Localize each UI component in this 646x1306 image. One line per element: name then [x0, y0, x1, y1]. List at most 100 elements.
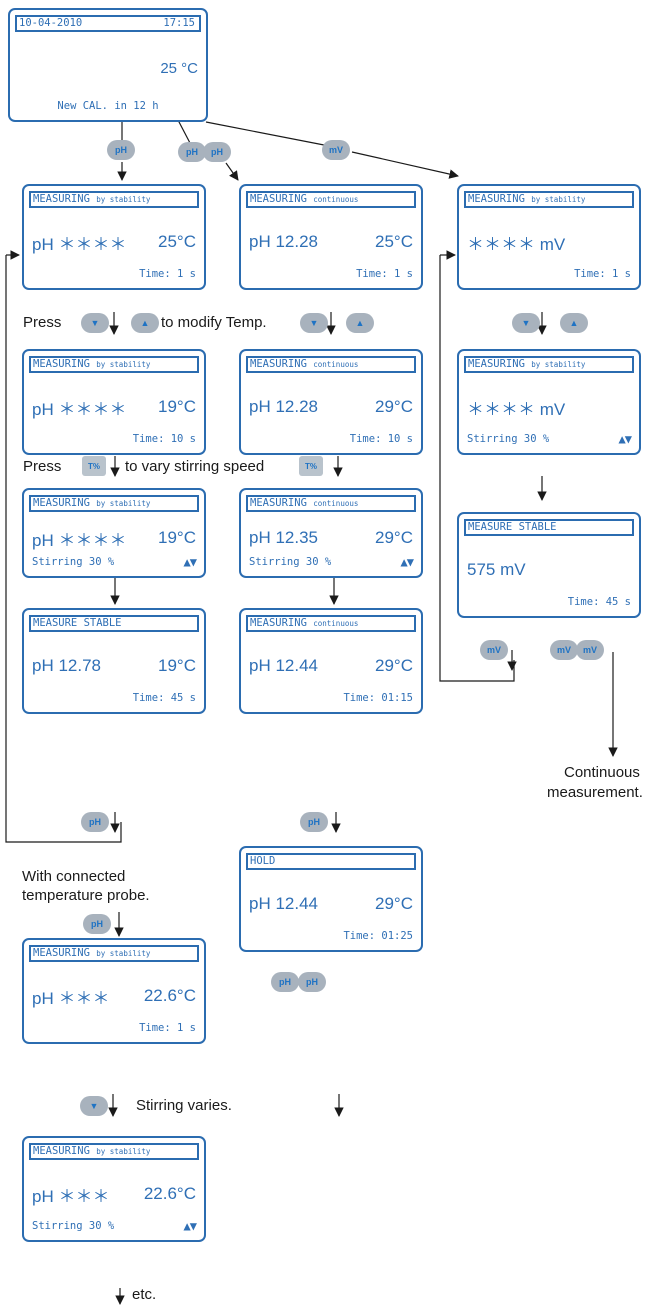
mv-reading: ＊＊＊＊ mV: [467, 234, 566, 254]
press-label: Press: [23, 458, 62, 475]
down-icon: ▼: [309, 318, 319, 328]
mv-key[interactable]: mV: [322, 140, 350, 160]
ph-key[interactable]: pH: [81, 812, 109, 832]
screen-footer: Time: 01:25: [249, 928, 413, 944]
down-icon: ▼: [521, 318, 531, 328]
header-title: MEASURE STABLE: [33, 617, 122, 629]
header-mode: by stability: [96, 949, 151, 958]
header-mode: continuous: [313, 195, 359, 204]
reading-row: pH ＊＊＊22.6°C: [32, 1182, 196, 1206]
mv-key-label: mV: [486, 645, 501, 655]
screen-header: MEASURE STABLE: [464, 519, 634, 536]
ph-key[interactable]: pH: [300, 812, 328, 832]
header-mode: by stability: [531, 195, 586, 204]
temp-reading: 25°C: [158, 232, 196, 251]
ph-key-label: pH: [89, 817, 101, 827]
header-title: HOLD: [250, 855, 276, 867]
mv-key-label: mV: [556, 645, 571, 655]
ph-key[interactable]: pH: [178, 142, 206, 162]
temp-reading: 22.6°C: [143, 986, 196, 1005]
header-title: MEASURING: [250, 617, 307, 629]
ph-reading: pH 12.44: [249, 656, 318, 675]
up-key[interactable]: ▲: [560, 313, 588, 333]
reading-row: pH ＊＊＊＊19°C: [32, 395, 196, 419]
screen-footer: Time: 10 s: [32, 431, 196, 447]
down-key[interactable]: ▼: [300, 313, 328, 333]
date-text: 10-04-2010: [19, 17, 83, 29]
stir-icon: T%: [305, 461, 317, 471]
time-readout: Time: 1 s: [356, 268, 413, 280]
up-down-arrows-icon: ▲▼: [183, 555, 197, 569]
ph-key-label: pH: [186, 147, 198, 157]
ph-key[interactable]: pH: [203, 142, 231, 162]
modify-temp-label: to modify Temp.: [161, 314, 267, 331]
screen-footer: Stirring 30 % ▲▼: [32, 554, 197, 570]
ph-reading: pH ＊＊＊: [32, 988, 110, 1008]
header-mode: by stability: [96, 195, 151, 204]
temp-reading: 29°C: [375, 894, 413, 913]
up-key[interactable]: ▲: [346, 313, 374, 333]
header-title: MEASURING: [250, 193, 307, 205]
vary-stirring-label: to vary stirring speed: [125, 458, 265, 475]
screen-footer: Time: 45 s: [467, 594, 631, 610]
header-mode: continuous: [313, 619, 359, 628]
down-key[interactable]: ▼: [80, 1096, 108, 1116]
screen-stability-2: MEASURING by stability pH ＊＊＊＊19°C Time:…: [22, 349, 206, 455]
ph-key[interactable]: pH: [271, 972, 299, 992]
up-down-arrows-icon: ▲▼: [183, 1219, 197, 1233]
down-key[interactable]: ▼: [512, 313, 540, 333]
screen-header: MEASURING by stability: [29, 356, 199, 373]
screen-header: MEASURING by stability: [29, 495, 199, 512]
ph-reading: pH 12.78: [32, 656, 101, 675]
temp-reading: 19°C: [158, 528, 196, 547]
stirring-readout: Stirring 30 %: [32, 556, 115, 568]
down-key[interactable]: ▼: [81, 313, 109, 333]
header-title: MEASURING: [33, 193, 90, 205]
time-readout: Time: 1 s: [139, 1022, 196, 1034]
time-readout: Time: 45 s: [567, 596, 631, 608]
stir-key[interactable]: T%: [82, 456, 106, 476]
screen-header: MEASURING by stability: [29, 191, 199, 208]
up-down-arrows-icon: ▲▼: [618, 432, 632, 446]
continuous-label: Continuous: [564, 764, 640, 781]
screen-stability-3: MEASURING by stability pH ＊＊＊＊19°C Stirr…: [22, 488, 206, 578]
screen-mv-stability-2: MEASURING by stability ＊＊＊＊ mV Stirring …: [457, 349, 641, 455]
measurement-label: measurement.: [547, 784, 643, 801]
cal-footer: New CAL. in 12 h: [18, 98, 198, 114]
up-key[interactable]: ▲: [131, 313, 159, 333]
stir-key[interactable]: T%: [299, 456, 323, 476]
ph-key[interactable]: pH: [83, 914, 111, 934]
header-mode: by stability: [531, 360, 586, 369]
screen-header: MEASURING by stability: [464, 356, 634, 373]
screen-mv-stability-1: MEASURING by stability ＊＊＊＊ mV Time: 1 s: [457, 184, 641, 290]
temp-reading: 29°C: [375, 397, 413, 416]
time-readout: Time: 1 s: [139, 268, 196, 280]
screen-footer: Time: 1 s: [467, 266, 631, 282]
header-title: MEASURING: [33, 1145, 90, 1157]
ph-key[interactable]: pH: [298, 972, 326, 992]
header-title: MEASURE STABLE: [468, 521, 557, 533]
ph-key-label: pH: [115, 145, 127, 155]
temp-reading: 19°C: [158, 397, 196, 416]
header-title: MEASURING: [33, 497, 90, 509]
mv-reading: ＊＊＊＊ mV: [467, 399, 566, 419]
mv-key[interactable]: mV: [576, 640, 604, 660]
stirring-readout: Stirring 30 %: [32, 1220, 115, 1232]
down-icon: ▼: [90, 318, 100, 328]
header-mode: continuous: [313, 360, 359, 369]
stir-icon: T%: [88, 461, 100, 471]
mv-key[interactable]: mV: [550, 640, 578, 660]
mv-key[interactable]: mV: [480, 640, 508, 660]
screen-header: MEASURING by stability: [464, 191, 634, 208]
temp-value: 25 °C: [160, 59, 198, 77]
header-mode: by stability: [96, 360, 151, 369]
screen-probe-stability-1: MEASURING by stability pH ＊＊＊22.6°C Time…: [22, 938, 206, 1044]
ph-key[interactable]: pH: [107, 140, 135, 160]
